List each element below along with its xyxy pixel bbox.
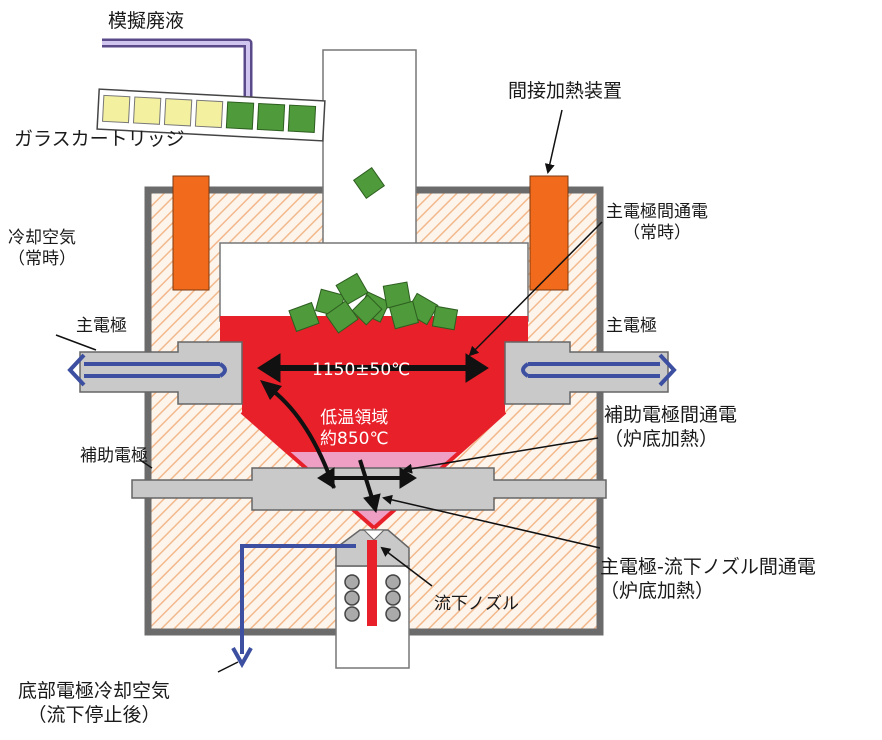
main-electrode-right bbox=[504, 341, 669, 405]
air-flow-arrow-right bbox=[528, 362, 660, 378]
low-temp-value: 約850℃ bbox=[320, 429, 389, 450]
bottom-cooling-air-arrowhead bbox=[231, 647, 253, 669]
double-arrow-main bbox=[257, 353, 489, 383]
main-current-text: 主電極間通電 bbox=[606, 202, 708, 222]
bottom-cooling-label: 底部電極冷却空気 （流下停止後） bbox=[18, 680, 170, 728]
air-flow-arrow-left-bend bbox=[218, 362, 227, 378]
nozzle-label: 流下ノズル bbox=[434, 594, 519, 614]
air-flow-arrow-right-bend bbox=[521, 362, 530, 378]
glass-fragment-pile bbox=[288, 272, 459, 334]
cooling-air-text: 冷却空気 bbox=[8, 228, 76, 248]
aux-current-text: 補助電極間通電 bbox=[604, 404, 738, 426]
cooling-air-sub: （常時） bbox=[8, 249, 76, 270]
air-flow-arrowhead-left bbox=[67, 353, 86, 387]
indirect-heater-right bbox=[529, 175, 569, 291]
main-electrode-left bbox=[79, 341, 243, 405]
convection-arrowhead bbox=[260, 380, 282, 400]
feed-chute bbox=[322, 49, 417, 251]
bottom-cooling-text: 底部電極冷却空気 bbox=[18, 680, 171, 702]
vertical-arrow-nozzle bbox=[358, 459, 381, 514]
nozzle-tip bbox=[362, 529, 386, 541]
glass-fragment bbox=[352, 166, 386, 200]
melt-temp-label: 1150±50℃ bbox=[312, 360, 411, 380]
glass-cartridge-tray bbox=[96, 88, 326, 142]
induction-coil bbox=[344, 574, 401, 622]
indirect-heater-label: 間接加熱装置 bbox=[508, 80, 623, 102]
aux-current-sub: （炉底加熱） bbox=[604, 427, 719, 450]
glass-cartridge-label: ガラスカートリッジ bbox=[14, 128, 185, 150]
air-flow-arrow-left bbox=[84, 362, 220, 378]
main-current-sub: （常時） bbox=[623, 223, 691, 244]
main-electrode-left-label: 主電極 bbox=[76, 316, 127, 336]
nozzle-current-text: 主電極-流下ノズル間通電 bbox=[600, 556, 816, 578]
bottom-cooling-air-arrow bbox=[240, 544, 356, 654]
cooling-air-label: 冷却空気 （常時） bbox=[8, 228, 76, 271]
low-temp-zone-label: 低温領域 約850℃ bbox=[320, 408, 389, 451]
bottom-cooling-sub: （流下停止後） bbox=[27, 703, 161, 726]
nozzle-current-sub: （炉底加熱） bbox=[600, 579, 715, 602]
nozzle-current-label: 主電極-流下ノズル間通電 （炉底加熱） bbox=[600, 556, 816, 604]
aux-electrode-label: 補助電極 bbox=[80, 446, 148, 466]
air-flow-arrowhead-right bbox=[658, 353, 677, 387]
main-electrode-right-label: 主電極 bbox=[606, 316, 657, 336]
waste-liquid-label: 模擬廃液 bbox=[108, 10, 185, 32]
fill-pipe-core bbox=[102, 41, 250, 100]
leader-lines bbox=[55, 109, 603, 673]
indirect-heater-left bbox=[172, 175, 210, 291]
nozzle-icon bbox=[367, 540, 377, 626]
aux-current-label: 補助電極間通電 （炉底加熱） bbox=[604, 404, 737, 452]
main-current-label: 主電極間通電 （常時） bbox=[606, 202, 708, 245]
low-temp-zone-text: 低温領域 bbox=[320, 408, 389, 428]
